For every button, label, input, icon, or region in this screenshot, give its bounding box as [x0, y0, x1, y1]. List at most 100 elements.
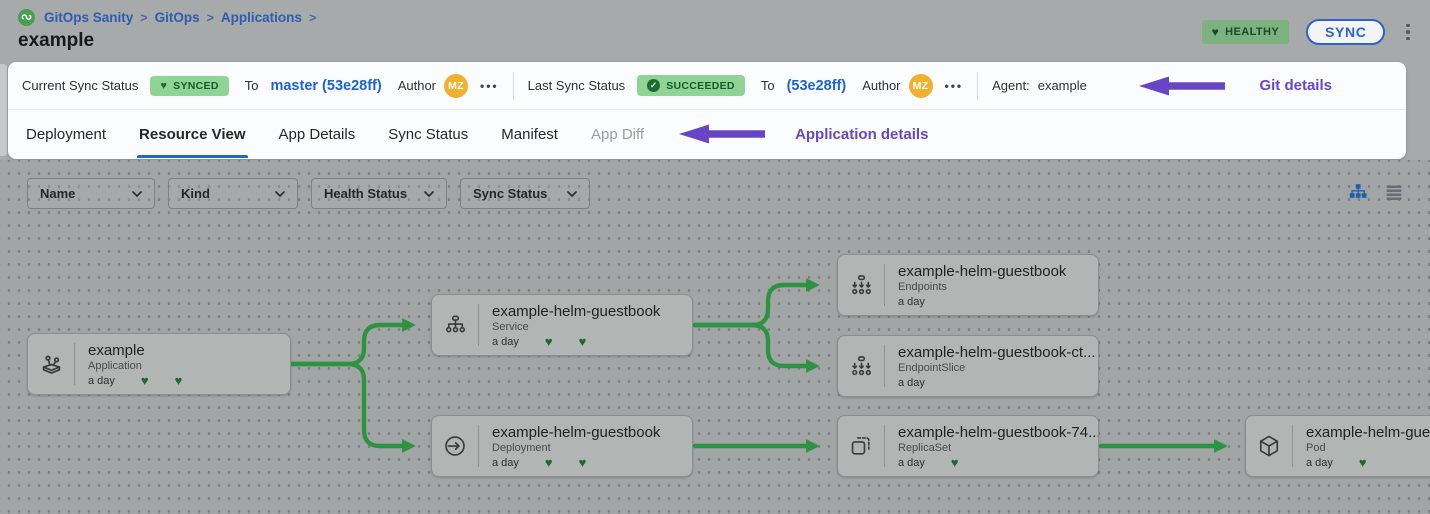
more-options-icon[interactable]: •••: [480, 78, 499, 93]
resource-node-deployment[interactable]: example-helm-guestbook Deployment a day …: [431, 415, 693, 477]
resource-node-pod[interactable]: example-helm-guest Pod a day ♥: [1245, 415, 1430, 477]
filter-sync-status-dropdown[interactable]: Sync Status: [460, 178, 590, 209]
filter-kind-dropdown[interactable]: Kind: [168, 178, 298, 209]
endpointslice-icon: [838, 354, 884, 379]
sync-heart-icon: ♥: [578, 334, 587, 349]
filter-name-label: Name: [40, 186, 76, 201]
application-icon: [28, 351, 74, 378]
tab-deployment[interactable]: Deployment: [26, 125, 107, 143]
view-toggle: [1348, 183, 1404, 202]
divider: [977, 71, 979, 100]
author-label: Author: [397, 78, 437, 93]
breadcrumb-link-applications[interactable]: Applications: [220, 10, 302, 25]
breadcrumb-link-gitops[interactable]: GitOps: [154, 10, 200, 25]
sync-heart-icon: ♥: [578, 455, 587, 470]
synced-badge-label: SYNCED: [173, 79, 219, 92]
divider: [884, 264, 885, 306]
sync-button[interactable]: SYNC: [1306, 19, 1386, 45]
node-title: example-helm-guestbook-74...: [898, 423, 1098, 441]
succeeded-badge: ✓ SUCCEEDED: [637, 75, 745, 96]
divider: [478, 425, 479, 467]
resource-node-service[interactable]: example-helm-guestbook Service a day ♥ ♥: [431, 294, 693, 356]
tab-manifest[interactable]: Manifest: [501, 125, 558, 143]
sync-heart-icon: ♥: [174, 373, 183, 388]
chevron-down-icon: [275, 190, 285, 197]
current-revision-link[interactable]: master (53e28ff): [270, 77, 382, 94]
agent-label: Agent:: [992, 78, 1030, 93]
heart-icon: ♥: [160, 79, 168, 92]
divider: [74, 343, 75, 385]
breadcrumb-separator: >: [140, 10, 148, 25]
filter-bar: Name Kind Health Status Sync Status: [27, 178, 590, 209]
node-kind: EndpointSlice: [898, 361, 966, 374]
filter-health-status-dropdown[interactable]: Health Status: [311, 178, 447, 209]
check-icon: ✓: [647, 79, 661, 92]
health-heart-icon: ♥: [950, 455, 959, 470]
header-controls: ♥ HEALTHY SYNC: [1201, 19, 1414, 45]
synced-badge: ♥ SYNCED: [150, 75, 229, 96]
tree-view-icon[interactable]: [1348, 183, 1368, 202]
resource-node-endpoints[interactable]: example-helm-guestbook Endpoints a day: [837, 254, 1099, 316]
tab-app-diff[interactable]: App Diff: [590, 125, 645, 143]
tab-resource-view[interactable]: Resource View: [137, 110, 248, 158]
health-heart-icon: ♥: [544, 455, 553, 470]
filter-kind-label: Kind: [181, 186, 210, 201]
health-status-badge: ♥ HEALTHY: [1201, 20, 1290, 44]
to-label: To: [244, 78, 259, 93]
tab-bar: Deployment Resource View App Details Syn…: [8, 110, 1406, 158]
current-sync-status-label: Current Sync Status: [22, 78, 139, 93]
filter-name-dropdown[interactable]: Name: [27, 178, 155, 209]
author-label: Author: [862, 78, 901, 93]
health-badge-label: HEALTHY: [1225, 26, 1280, 38]
left-arrow-icon: [679, 124, 766, 144]
node-age: a day: [492, 456, 519, 469]
node-age: a day: [88, 374, 115, 387]
node-age: a day: [898, 295, 925, 308]
node-title: example-helm-guest: [1306, 423, 1430, 441]
agent-value: example: [1037, 78, 1087, 93]
breadcrumb-separator: >: [308, 10, 317, 25]
more-options-icon[interactable]: •••: [944, 78, 964, 93]
list-view-icon[interactable]: [1384, 183, 1404, 202]
divider: [1292, 425, 1293, 467]
health-heart-icon: ♥: [544, 334, 553, 349]
author-avatar: MZ: [908, 73, 933, 98]
resource-node-endpointslice[interactable]: example-helm-guestbook-ct... EndpointSli…: [837, 335, 1099, 397]
gitops-logo-icon: [18, 9, 35, 26]
node-title: example-helm-guestbook: [492, 302, 661, 320]
divider: [512, 71, 514, 100]
breadcrumb-link-gitops-sanity[interactable]: GitOps Sanity: [44, 10, 134, 25]
node-kind: Deployment: [492, 441, 551, 454]
git-details-annotation: Git details: [1139, 75, 1332, 97]
resource-node-replicaset[interactable]: example-helm-guestbook-74... ReplicaSet …: [837, 415, 1099, 477]
breadcrumb: GitOps Sanity > GitOps > Applications >: [18, 9, 316, 26]
node-kind: Application: [88, 359, 142, 372]
resource-node-application-example[interactable]: example Application a day ♥ ♥: [27, 333, 291, 395]
heart-icon: ♥: [1211, 25, 1220, 39]
divider: [884, 425, 885, 467]
filter-sync-status-label: Sync Status: [473, 186, 548, 201]
application-panel: Current Sync Status ♥ SYNCED To master (…: [8, 62, 1406, 159]
tab-sync-status[interactable]: Sync Status: [388, 125, 469, 143]
chevron-down-icon: [132, 190, 142, 197]
chevron-down-icon: [424, 190, 434, 197]
tab-app-details[interactable]: App Details: [278, 125, 356, 143]
chevron-down-icon: [567, 190, 577, 197]
node-age: a day: [492, 335, 519, 348]
node-kind: Service: [492, 320, 529, 333]
breadcrumb-separator: >: [206, 10, 214, 25]
endpoints-icon: [838, 273, 884, 298]
application-details-annotation-text: Application details: [795, 125, 929, 143]
node-age: a day: [1306, 456, 1333, 469]
application-details-annotation: Application details: [679, 123, 928, 145]
node-title: example: [88, 341, 145, 359]
node-title: example-helm-guestbook: [898, 262, 1067, 280]
replicaset-icon: [838, 433, 884, 459]
last-revision-link[interactable]: (53e28ff): [786, 77, 847, 94]
deployment-icon: [432, 433, 478, 459]
node-kind: ReplicaSet: [898, 441, 952, 454]
node-title: example-helm-guestbook: [492, 423, 661, 441]
node-kind: Endpoints: [898, 280, 947, 293]
kebab-menu-icon[interactable]: [1402, 22, 1414, 43]
left-arrow-icon: [1139, 76, 1226, 95]
